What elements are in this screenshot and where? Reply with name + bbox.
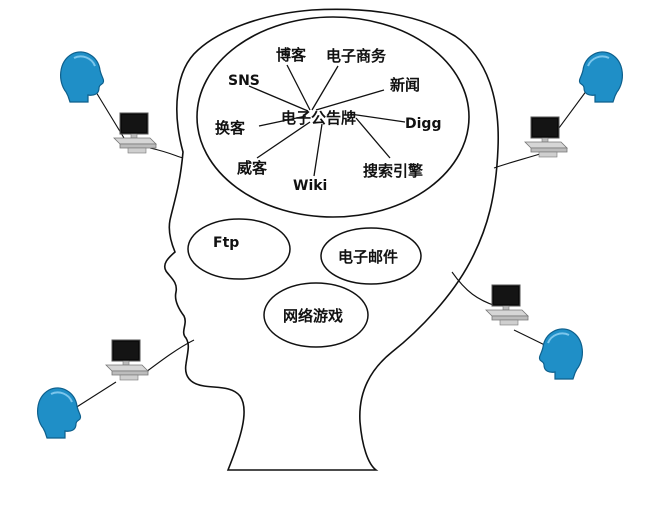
node-xinwen: 新闻	[390, 76, 420, 94]
node-wiki: Wiki	[293, 178, 327, 194]
user-head-icon	[538, 327, 584, 380]
computer-icon	[105, 339, 149, 381]
bubble-ftp-label: Ftp	[213, 235, 239, 251]
user-head-icon	[578, 50, 624, 103]
computer-icon	[113, 112, 157, 154]
node-dianzishangwu: 电子商务	[326, 47, 387, 65]
user-head-icon	[36, 386, 82, 439]
bubble-email	[320, 227, 422, 285]
bubble-ftp	[187, 218, 291, 280]
bubble-game-label: 网络游戏	[283, 307, 343, 325]
bubble-game	[263, 282, 369, 348]
node-digg: Digg	[405, 116, 441, 132]
node-sousuo: 搜索引擎	[363, 162, 423, 180]
bubble-email-label: 电子邮件	[338, 248, 398, 266]
hub-label: 电子公告牌	[281, 109, 356, 127]
computer-icon	[485, 284, 529, 326]
spoke-lines	[248, 64, 406, 177]
node-huanke: 换客	[215, 119, 246, 137]
node-sns: SNS	[228, 73, 260, 89]
node-weike: 威客	[237, 159, 268, 177]
brain-ellipse	[196, 16, 470, 218]
connector-lines	[71, 89, 588, 411]
node-boke: 博客	[276, 46, 307, 64]
computer-icon	[524, 116, 568, 158]
